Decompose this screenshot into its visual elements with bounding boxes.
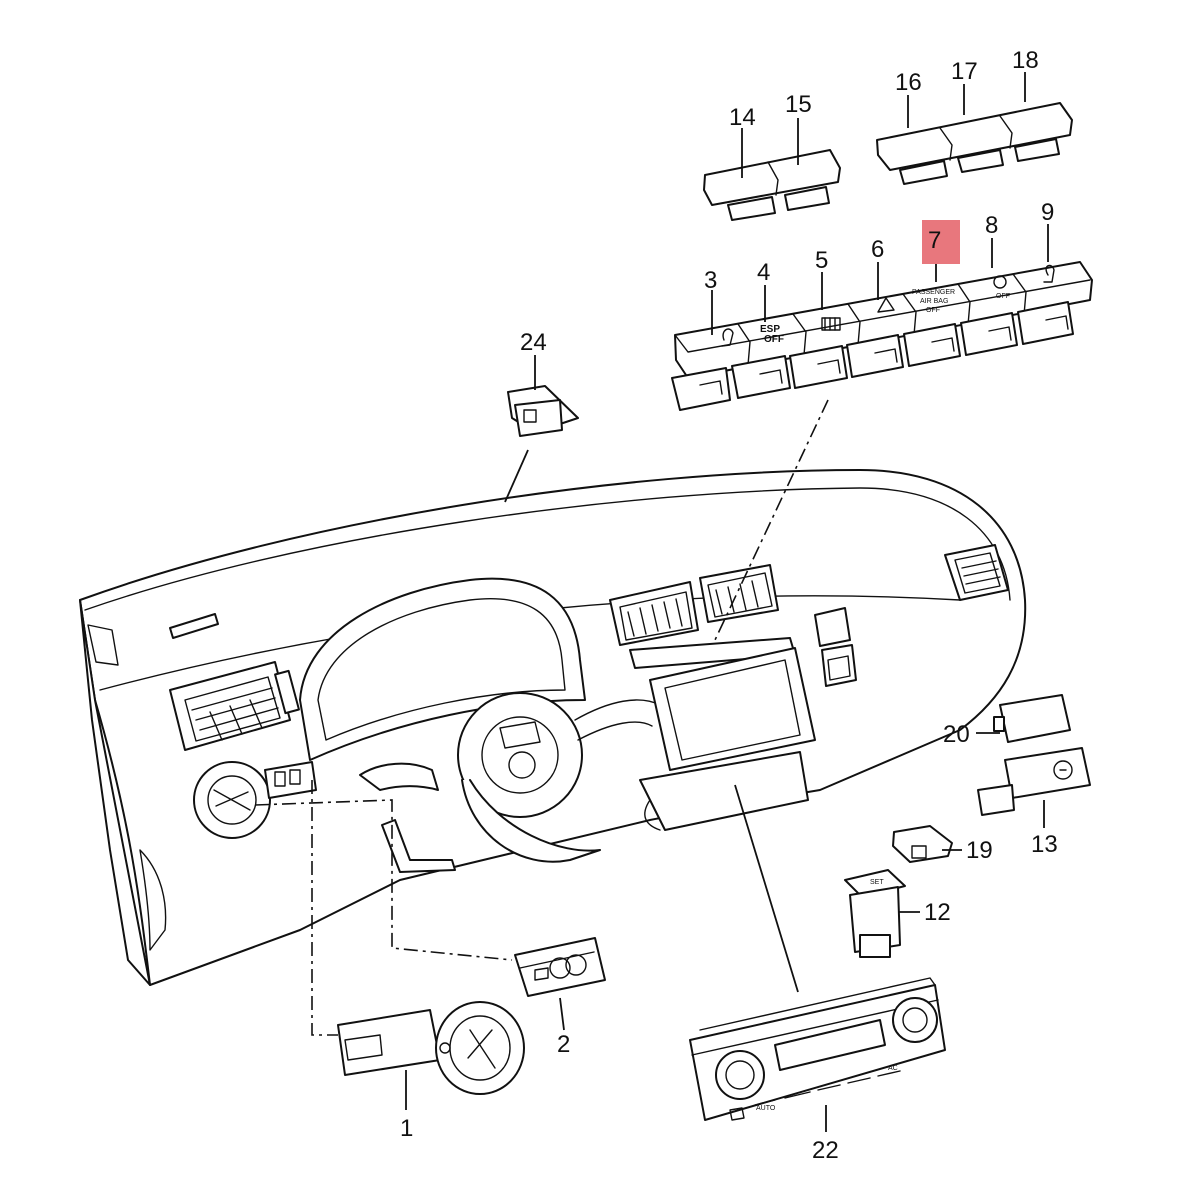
callout-18: 18 <box>1012 47 1039 74</box>
callout-6: 6 <box>871 236 884 263</box>
callout-15: 15 <box>785 91 812 118</box>
airbag-text-2: AIR BAG <box>920 298 948 305</box>
hazard-triangle-icon <box>877 297 895 313</box>
callout-24: 24 <box>520 329 547 356</box>
callout-8: 8 <box>985 212 998 239</box>
part-2-dimmer <box>514 937 606 997</box>
part-19 <box>892 825 953 863</box>
part-24 <box>507 385 579 437</box>
ac-text: AC <box>888 1065 898 1072</box>
callout-9: 9 <box>1041 199 1054 226</box>
seat-heat-icon <box>1043 264 1055 283</box>
esp-off-text: OFF <box>764 334 784 345</box>
callout-12: 12 <box>924 899 951 926</box>
callout-4: 4 <box>757 259 770 286</box>
part-12: SET <box>844 869 906 958</box>
switch-group-16-18 <box>876 102 1073 185</box>
dashboard-assembly <box>79 469 1027 986</box>
set-text: SET <box>870 879 884 886</box>
callout-20: 20 <box>943 721 970 748</box>
callout-14: 14 <box>729 104 756 131</box>
callout-labels: 1 2 3 4 5 6 7 8 9 12 13 14 15 16 17 18 1… <box>400 47 1058 1164</box>
autohold-icon <box>993 275 1007 289</box>
switch-pair-14-15 <box>703 149 841 221</box>
rear-defrost-icon <box>821 317 841 331</box>
callout-16: 16 <box>895 69 922 96</box>
leader-lines <box>254 72 1049 1132</box>
auto-text: AUTO <box>756 1105 776 1112</box>
callout-17: 17 <box>951 58 978 85</box>
callout-7: 7 <box>928 227 941 254</box>
switch-row-assembly: ESP OFF PASSENGER AIR BAG OFF OFF <box>671 261 1093 411</box>
callout-1: 1 <box>400 1115 413 1142</box>
esp-text: ESP <box>760 324 780 335</box>
part-1-light-switch <box>337 1001 525 1095</box>
airbag-text-1: PASSENGER <box>912 289 955 296</box>
callout-5: 5 <box>815 247 828 274</box>
callout-3: 3 <box>704 267 717 294</box>
callout-13: 13 <box>1031 831 1058 858</box>
airbag-text-3: OFF <box>926 307 940 314</box>
callout-7-highlight <box>922 220 960 264</box>
callout-22: 22 <box>812 1137 839 1164</box>
part-13 <box>977 747 1091 816</box>
part-22-climate-control: AUTO AC <box>689 977 946 1121</box>
callout-2: 2 <box>557 1031 570 1058</box>
part-20 <box>993 694 1071 743</box>
autohold-off-text: OFF <box>996 293 1010 300</box>
callout-19: 19 <box>966 837 993 864</box>
